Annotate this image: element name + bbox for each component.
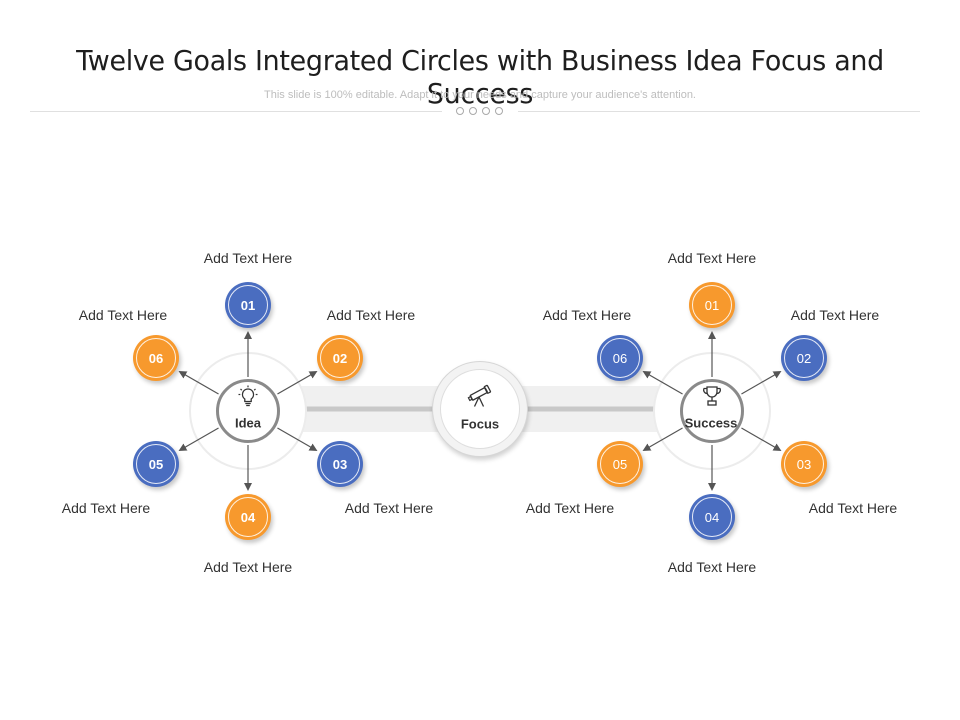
idea-goal-node-02[interactable]: 02 — [317, 335, 363, 381]
success-goal-text-03[interactable]: Add Text Here — [808, 500, 898, 516]
success-arrow-06 — [642, 370, 683, 395]
goal-number: 06 — [148, 350, 164, 366]
idea-goal-node-06[interactable]: 06 — [133, 335, 179, 381]
success-goal-node-03[interactable]: 03 — [781, 441, 827, 487]
slide-subtitle[interactable]: This slide is 100% editable. Adapt it to… — [264, 89, 696, 101]
success-goal-text-06[interactable]: Add Text Here — [542, 307, 632, 323]
idea-goal-text-02[interactable]: Add Text Here — [326, 307, 416, 323]
goal-number: 01 — [704, 297, 720, 313]
goal-number: 06 — [612, 350, 628, 366]
slide-title[interactable]: Twelve Goals Integrated Circles with Bus… — [76, 44, 884, 110]
success-arrow-05 — [642, 427, 683, 452]
arrows-layer — [178, 331, 782, 491]
idea-goal-text-03[interactable]: Add Text Here — [344, 500, 434, 516]
idea-arrow-03 — [277, 427, 318, 452]
success-arrow-03 — [741, 427, 782, 452]
idea-goal-node-05[interactable]: 05 — [133, 441, 179, 487]
success-hub-label: Success — [684, 415, 738, 431]
goal-number: 01 — [240, 297, 256, 313]
telescope-icon — [467, 384, 492, 407]
title-divider-left — [30, 111, 442, 112]
success-goal-node-06[interactable]: 06 — [597, 335, 643, 381]
goal-number: 02 — [332, 350, 348, 366]
divider-dots — [456, 107, 506, 117]
idea-arrow-02 — [277, 370, 318, 395]
lightbulb-icon — [238, 385, 258, 407]
success-goal-node-01[interactable]: 01 — [689, 282, 735, 328]
goal-number: 03 — [796, 456, 812, 472]
idea-goal-node-01[interactable]: 01 — [225, 282, 271, 328]
idea-arrow-05 — [178, 427, 219, 452]
goal-number: 03 — [332, 456, 348, 472]
divider-dot — [482, 107, 490, 115]
success-goal-node-05[interactable]: 05 — [597, 441, 643, 487]
goal-number: 05 — [612, 456, 628, 472]
idea-arrow-06 — [178, 370, 219, 395]
idea-goal-node-04[interactable]: 04 — [225, 494, 271, 540]
success-goal-text-04[interactable]: Add Text Here — [667, 559, 757, 575]
success-goal-node-02[interactable]: 02 — [781, 335, 827, 381]
idea-goal-node-03[interactable]: 03 — [317, 441, 363, 487]
success-goal-text-01[interactable]: Add Text Here — [667, 250, 757, 266]
goal-number: 04 — [240, 509, 256, 525]
goal-number: 04 — [704, 509, 720, 525]
divider-dot — [456, 107, 464, 115]
idea-hub[interactable] — [216, 379, 280, 443]
goal-number: 02 — [796, 350, 812, 366]
idea-goal-text-06[interactable]: Add Text Here — [78, 307, 168, 323]
idea-hub-label: Idea — [234, 415, 262, 431]
success-hub[interactable] — [680, 379, 744, 443]
divider-dot — [495, 107, 503, 115]
success-arrow-02 — [741, 370, 782, 395]
title-divider-right — [518, 111, 920, 112]
goal-number: 05 — [148, 456, 164, 472]
focus-center[interactable] — [440, 369, 520, 449]
success-goal-text-02[interactable]: Add Text Here — [790, 307, 880, 323]
focus-label: Focus — [460, 416, 500, 432]
idea-goal-text-04[interactable]: Add Text Here — [203, 559, 293, 575]
success-goal-node-04[interactable]: 04 — [689, 494, 735, 540]
idea-goal-text-01[interactable]: Add Text Here — [203, 250, 293, 266]
success-goal-text-05[interactable]: Add Text Here — [525, 500, 615, 516]
idea-goal-text-05[interactable]: Add Text Here — [61, 500, 151, 516]
trophy-icon — [703, 386, 721, 406]
divider-dot — [469, 107, 477, 115]
